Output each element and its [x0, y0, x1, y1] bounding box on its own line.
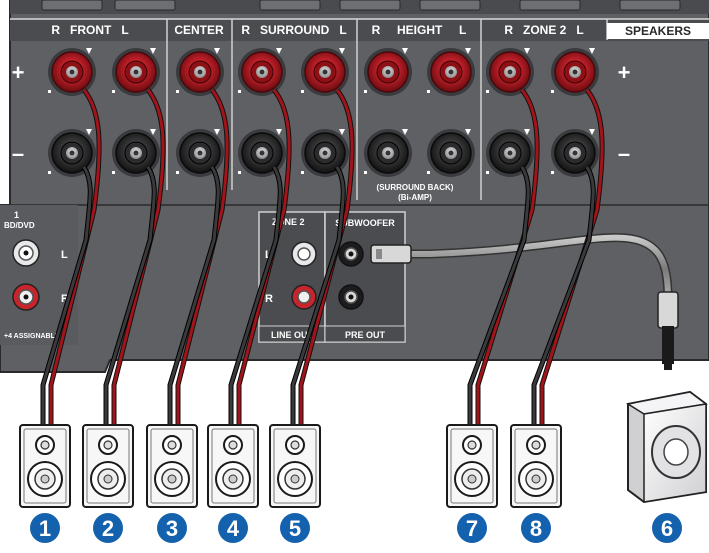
- subwoofer-number-badge: 6: [652, 513, 682, 543]
- subwoofer-jack-2[interactable]: [338, 284, 364, 310]
- positive-terminal-9[interactable]: [551, 48, 599, 96]
- speaker-number-badge-1: 1: [30, 513, 60, 543]
- surround-back-note: (SURROUND BACK) (Bi-AMP): [377, 183, 454, 202]
- negative-terminal-1[interactable]: [48, 129, 96, 177]
- zone-l-jack[interactable]: [291, 241, 317, 267]
- positive-terminal-6[interactable]: [364, 48, 412, 96]
- zone2-label: R ZONE 2 L: [504, 23, 583, 37]
- plus-sign-left: +: [12, 60, 25, 85]
- terminal-header-labels: R FRONT L CENTER R SURROUND L R HEIGHT L…: [51, 23, 691, 38]
- speaker-number-badge-4: 4: [218, 513, 248, 543]
- speakers: [19, 424, 562, 508]
- speaker-icon-8: [510, 424, 562, 508]
- speaker-icon-5: [269, 424, 321, 508]
- zone-r-label: R: [265, 293, 273, 305]
- positive-terminal-4[interactable]: [238, 48, 286, 96]
- speaker-number-badge-3: 3: [157, 513, 187, 543]
- negative-terminal-9[interactable]: [551, 129, 599, 177]
- speaker-number-badge-3-text: 3: [166, 516, 178, 541]
- negative-terminal-3[interactable]: [176, 129, 224, 177]
- positive-terminal-1[interactable]: [48, 48, 96, 96]
- input-l-label: L: [61, 249, 68, 261]
- speaker-number-badge-5-text: 5: [289, 516, 301, 541]
- speaker-wire-5: [290, 88, 355, 425]
- speaker-number-badge-7: 7: [457, 513, 487, 543]
- negative-terminal-8[interactable]: [486, 129, 534, 177]
- negative-terminal-6[interactable]: [364, 129, 412, 177]
- positive-terminal-3[interactable]: [176, 48, 224, 96]
- zone-l-label: L: [265, 249, 272, 261]
- zone-r-jack[interactable]: [291, 284, 317, 310]
- center-label: CENTER: [174, 23, 224, 37]
- zone2-line-out-section: ZONE 2 L R LINE OUT: [258, 211, 326, 343]
- subwoofer: [625, 390, 708, 504]
- speaker-icon-1: [19, 424, 71, 508]
- speaker-number-badge-8-text: 8: [530, 516, 542, 541]
- input-source-label: BD/DVD: [4, 221, 35, 230]
- speaker-number-badge-7-text: 7: [466, 516, 478, 541]
- speaker-wire-4: [228, 88, 292, 425]
- positive-terminal-2[interactable]: [112, 48, 160, 96]
- positive-terminal-8[interactable]: [486, 48, 534, 96]
- speaker-terminals: [48, 48, 599, 177]
- speaker-number-badge-8: 8: [521, 513, 551, 543]
- surround-back-text: (SURROUND BACK): [377, 183, 454, 192]
- zone-line-label: ZONE 2: [272, 217, 305, 227]
- speaker-icon-7: [446, 424, 498, 508]
- input-number-label: 1: [14, 210, 19, 220]
- input-r-label: R: [61, 293, 69, 305]
- input-l-jack[interactable]: [12, 239, 40, 267]
- speaker-wires: [40, 88, 605, 425]
- polarity-marks: + – + –: [12, 60, 631, 166]
- speaker-wire-2: [103, 88, 166, 425]
- speaker-wire-6: [467, 88, 540, 425]
- positive-terminal-5[interactable]: [301, 48, 349, 96]
- subwoofer-out-label: SUBWOOFER: [335, 218, 395, 228]
- assignable-label: +4 ASSIGNABLE: [4, 333, 60, 340]
- speaker-wire-3: [167, 88, 230, 425]
- height-label: R HEIGHT L: [372, 23, 467, 37]
- pre-out-label: PRE OUT: [345, 330, 386, 340]
- speaker-number-badge-5: 5: [280, 513, 310, 543]
- speaker-wire-1: [40, 88, 102, 425]
- minus-sign-left: –: [12, 141, 24, 166]
- number-badges: 1 2 3 4 5 7 8 6: [30, 513, 682, 543]
- surround-label: R SURROUND L: [241, 23, 346, 37]
- speaker-number-badge-2-text: 2: [102, 516, 114, 541]
- subwoofer-number-badge-text: 6: [661, 516, 673, 541]
- speakers-label: SPEAKERS: [625, 24, 691, 38]
- plus-sign-right: +: [618, 60, 631, 85]
- bi-amp-text: (Bi-AMP): [398, 193, 432, 202]
- front-label: R FRONT L: [51, 23, 128, 37]
- negative-terminal-5[interactable]: [301, 129, 349, 177]
- speaker-wire-7: [531, 88, 605, 425]
- speaker-icon-4: [207, 424, 259, 508]
- speaker-number-badge-4-text: 4: [227, 516, 240, 541]
- line-out-label: LINE OUT: [271, 330, 314, 340]
- analog-input-section: 1 BD/DVD L R +4 ASSIGNABLE: [0, 205, 78, 345]
- speaker-icon-3: [146, 424, 198, 508]
- positive-terminal-7[interactable]: [427, 48, 475, 96]
- subwoofer-pre-out-section: SUBWOOFER PRE OUT: [324, 211, 406, 343]
- input-r-jack[interactable]: [12, 283, 40, 311]
- subwoofer-jack-1[interactable]: [338, 241, 364, 267]
- negative-terminal-2[interactable]: [112, 129, 160, 177]
- speaker-icon-2: [82, 424, 134, 508]
- subwoofer-cable: [370, 233, 679, 370]
- speaker-number-badge-2: 2: [93, 513, 123, 543]
- speaker-number-badge-1-text: 1: [39, 516, 51, 541]
- negative-terminal-4[interactable]: [238, 129, 286, 177]
- minus-sign-right: –: [618, 141, 630, 166]
- negative-terminal-7[interactable]: [427, 129, 475, 177]
